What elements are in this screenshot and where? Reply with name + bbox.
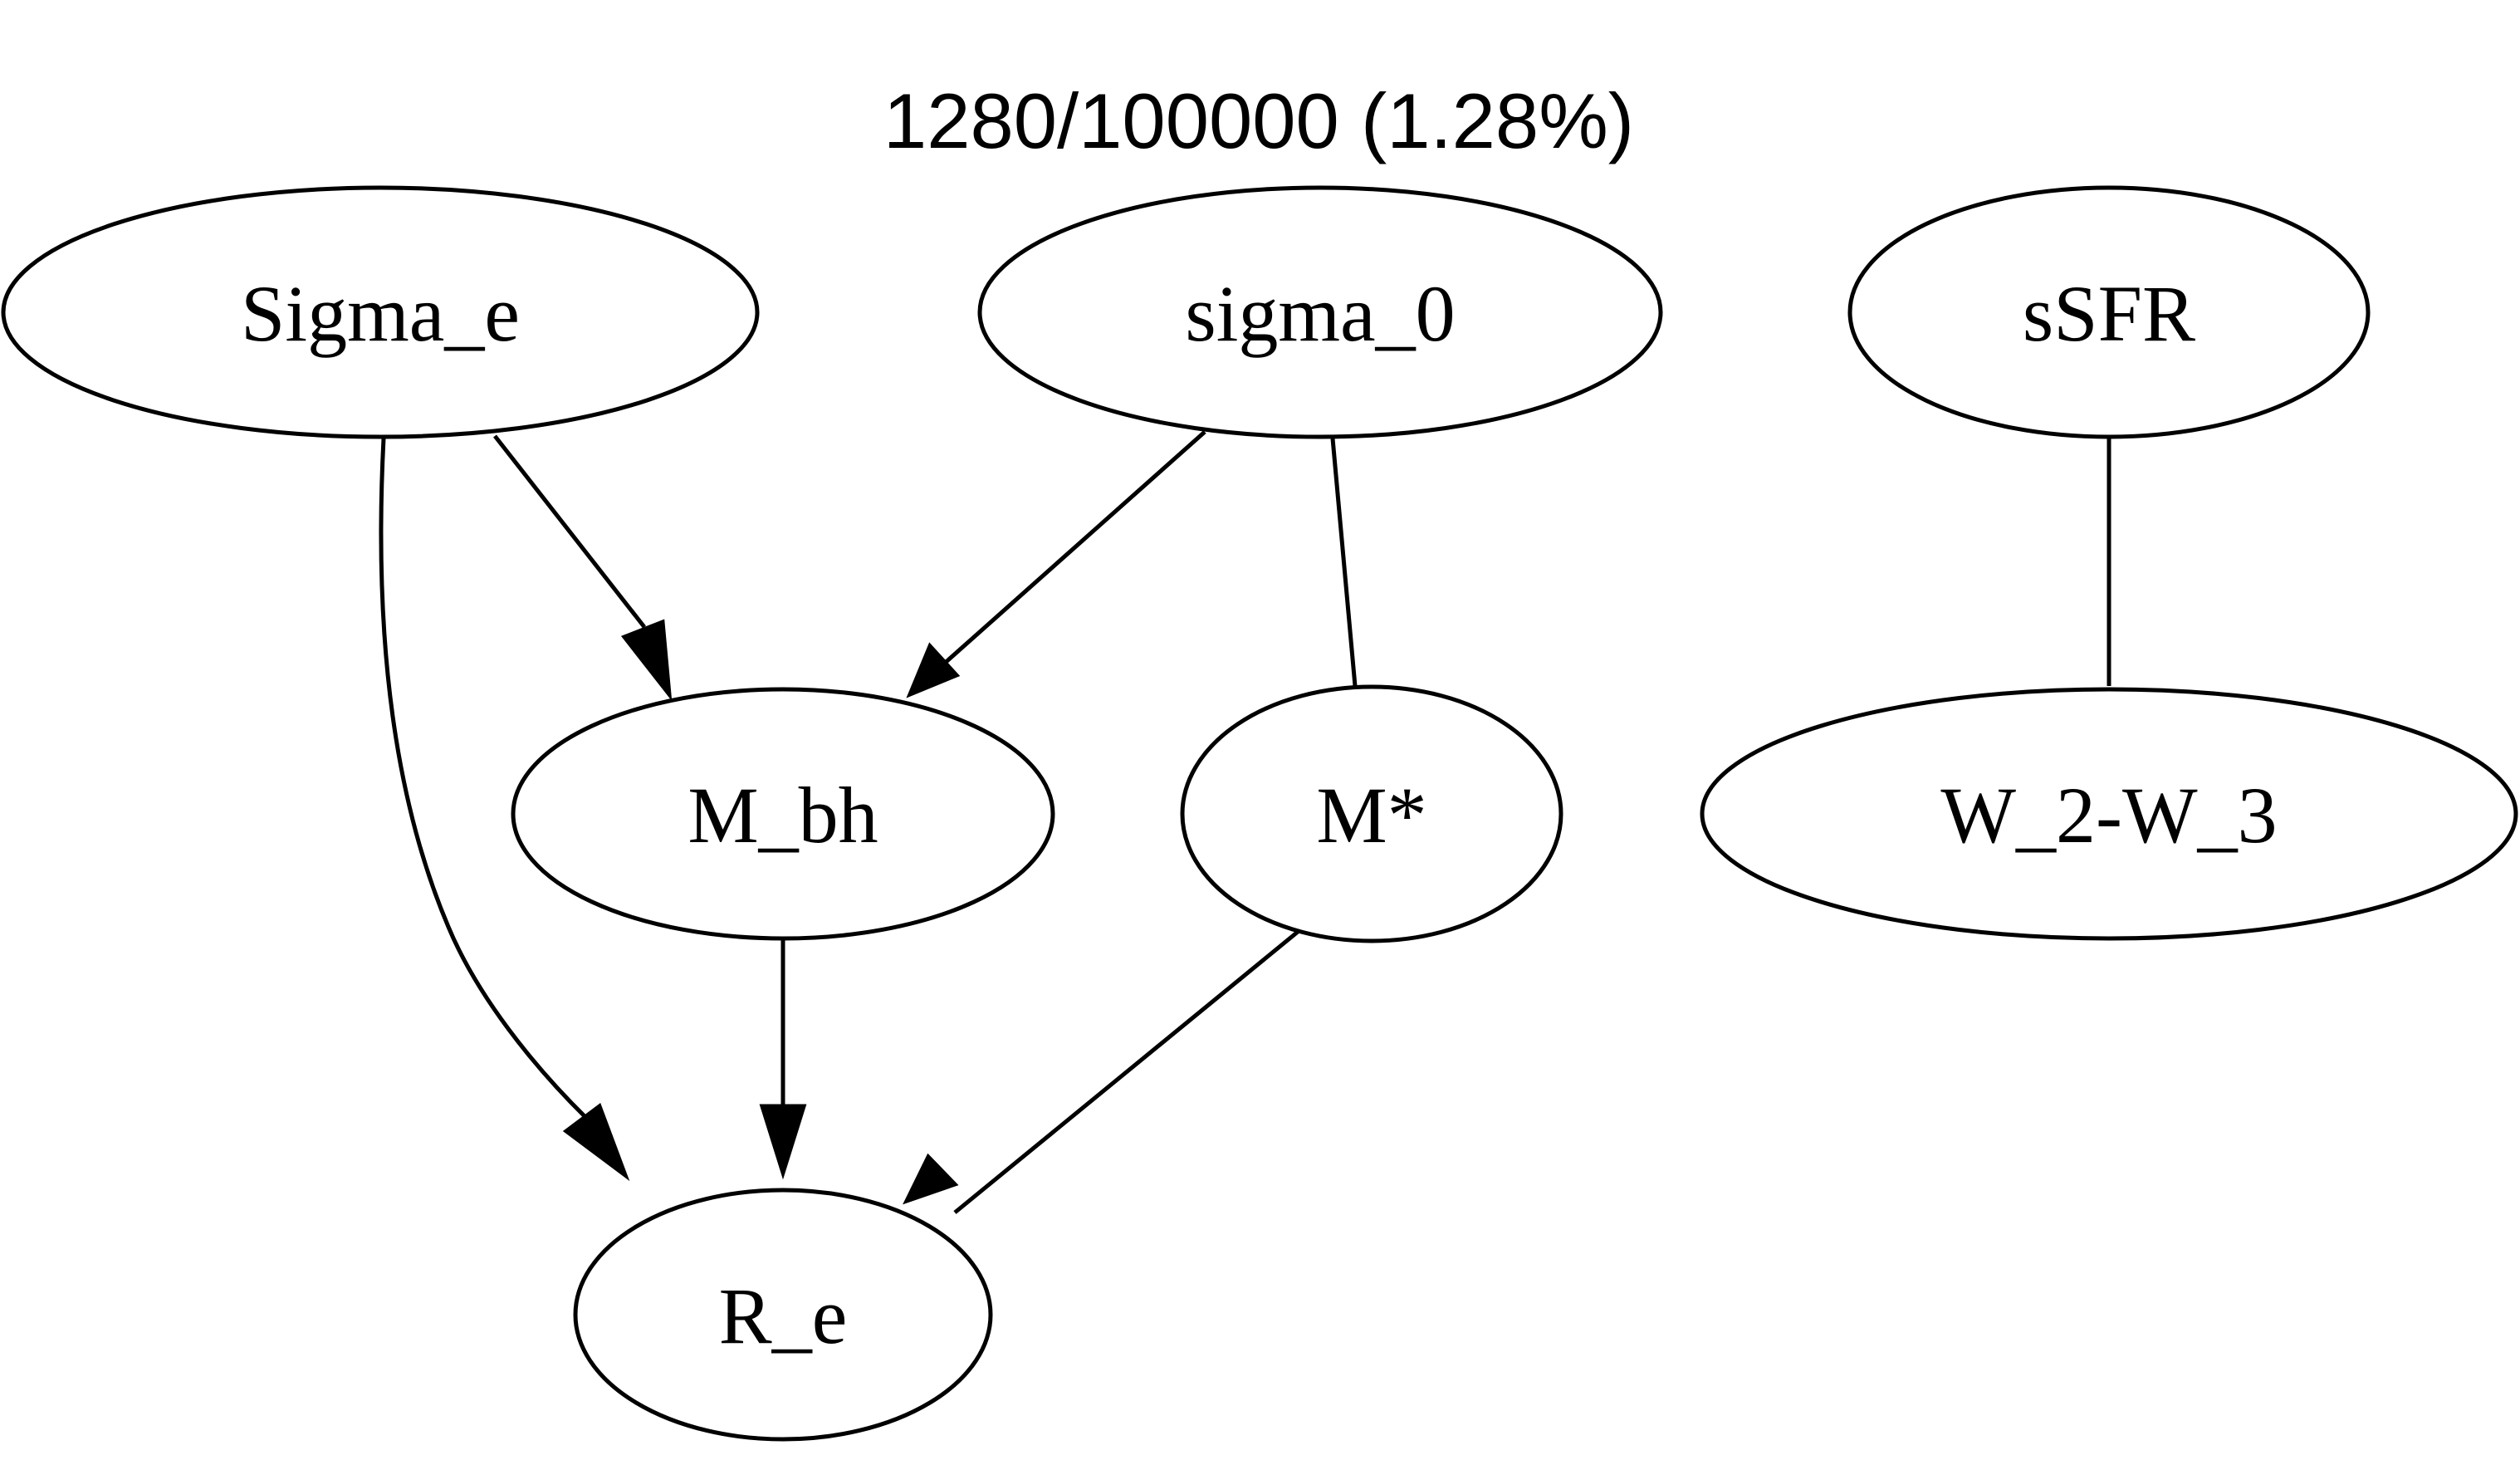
edge-m-star-to-r-e [903,915,1318,1214]
edge-sigma-0-to-m-star [1330,438,1358,687]
edge-sigma-0-to-m-bh [906,430,1206,698]
node-label: Sigma_e [241,269,520,358]
node-label: M_bh [687,771,878,860]
node-label: sSFR [2023,269,2195,358]
node-ssfr: sSFR [1847,185,2371,439]
graph-title: 1280/100000 (1.28%) [883,77,1634,164]
edge-sigma-e-to-r-e [379,438,630,1182]
node-w2-w3: W_2-W_3 [1700,687,2518,941]
node-m-bh: M_bh [511,687,1055,941]
node-label: sigma_0 [1185,269,1455,358]
edge-sigma-e-to-m-bh [493,434,673,702]
node-label: M* [1316,771,1426,860]
node-r-e: R_e [573,1188,993,1442]
node-sigma-e: Sigma_e [1,185,760,439]
edge-m-bh-to-r-e [759,938,807,1180]
node-label: W_2-W_3 [1940,771,2277,860]
node-label: R_e [719,1271,848,1360]
node-sigma-0: sigma_0 [977,185,1663,439]
edges [379,430,2111,1214]
node-m-star: M* [1180,684,1563,943]
